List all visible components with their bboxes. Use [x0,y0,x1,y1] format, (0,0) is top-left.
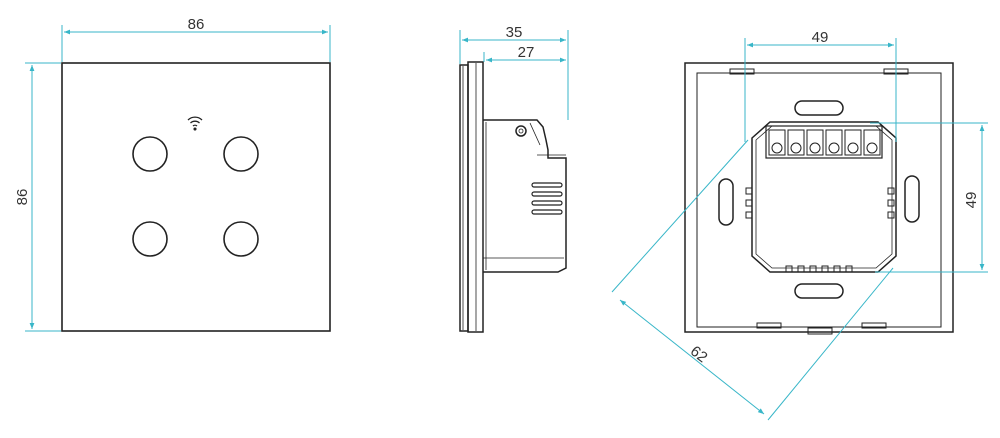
terminal-block [765,125,883,159]
front-panel [61,62,331,332]
mount-slot-bottom [794,283,844,299]
wifi-icon [187,116,203,131]
mount-slot-left [718,178,734,226]
side-view [459,61,567,333]
touch-button-top-left [132,136,168,172]
front-height-label: 86 [14,189,31,206]
side-depth-dimensions [459,30,569,120]
front-height-dimension [25,62,61,332]
back-box-height-label: 49 [963,192,980,209]
mount-slot-top [794,100,844,116]
back-dimensions [611,38,988,421]
side-body [483,119,567,273]
module-box [751,121,897,273]
touch-button-bottom-left [132,221,168,257]
back-box-width-label: 49 [812,29,829,46]
back-diagonal-label: 62 [687,343,711,367]
back-plate-outer [684,62,954,333]
front-view: 86 86 [14,16,331,332]
mount-slot-right [904,175,920,223]
touch-button-top-right [223,136,259,172]
front-width-dimension [61,25,331,62]
side-screw [515,125,527,137]
side-glass-plate [459,64,469,332]
side-body-depth-label: 27 [518,44,535,61]
back-view [684,62,954,335]
side-vents [531,182,563,215]
side-overall-depth-label: 35 [506,24,523,41]
back-plate-inner [696,72,942,328]
touch-button-bottom-right [223,221,259,257]
side-frame [467,61,484,333]
front-width-label: 86 [188,16,205,33]
